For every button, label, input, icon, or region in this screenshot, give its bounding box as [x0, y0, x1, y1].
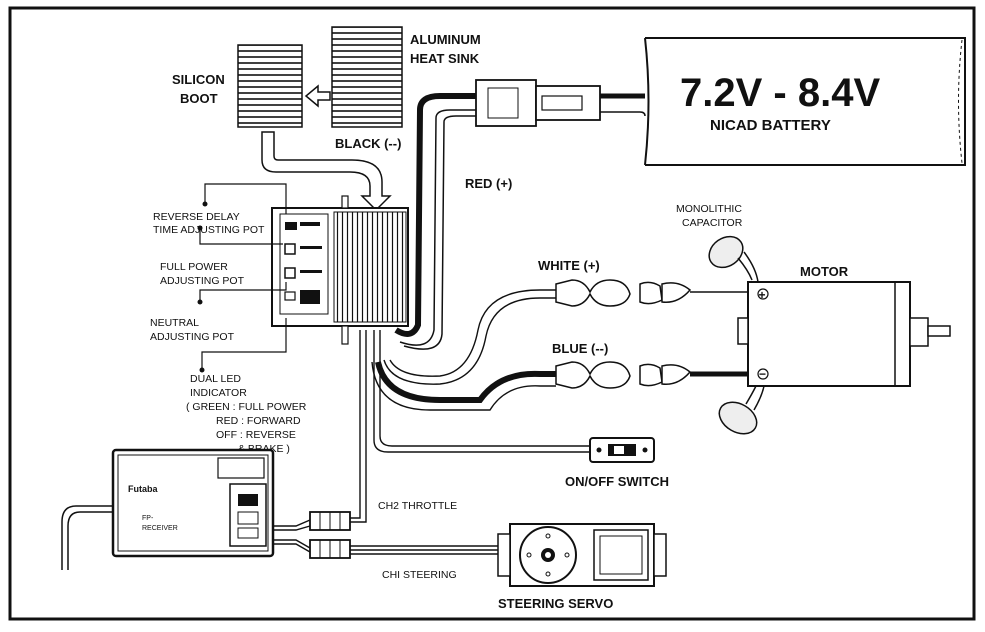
speed-controller [271, 195, 409, 345]
led-label-4: RED : FORWARD [216, 415, 301, 427]
black-label: BLACK (--) [335, 136, 401, 151]
full-power-label-1: FULL POWER [160, 261, 228, 273]
blue-connector [555, 361, 748, 389]
capacitor-label: CAPACITOR [682, 217, 743, 229]
servo-label: STEERING SERVO [498, 596, 613, 611]
battery-voltage: 7.2V - 8.4V [680, 71, 880, 115]
ch1-label: CHI STEERING [382, 569, 457, 581]
motor-label: MOTOR [800, 264, 849, 279]
on-off-switch [589, 437, 655, 463]
nicad-battery: 7.2V - 8.4V NICAD BATTERY [644, 37, 966, 166]
receiver-brand: Futaba [128, 484, 158, 494]
ch2-throttle-plug [309, 511, 351, 531]
neutral-label-1: NEUTRAL [150, 317, 199, 329]
battery-connector [475, 79, 601, 127]
receiver: Futaba FP- RECEIVER [111, 448, 275, 558]
monolithic-label: MONOLITHIC [676, 203, 742, 215]
curved-arrow-icon [261, 131, 392, 212]
battery-type: NICAD BATTERY [710, 117, 831, 134]
silicon-boot [237, 44, 303, 128]
led-label-5: OFF : REVERSE [216, 429, 296, 441]
heat-sink-label: HEAT SINK [410, 51, 480, 66]
steering-servo [497, 523, 667, 587]
aluminum-label: ALUMINUM [410, 32, 481, 47]
aluminum-heat-sink [331, 26, 403, 128]
led-label-1: DUAL LED [190, 373, 241, 385]
diagram-frame [8, 6, 976, 621]
blue-label: BLUE (--) [552, 341, 608, 356]
boot-label: BOOT [180, 91, 218, 106]
full-power-label-2: ADJUSTING POT [160, 275, 245, 287]
motor-plus: + [759, 288, 766, 302]
led-label-2: INDICATOR [190, 387, 247, 399]
receiver-text: RECEIVER [142, 525, 178, 532]
ch1-steering-plug [309, 539, 351, 559]
neutral-label-2: ADJUSTING POT [150, 331, 235, 343]
white-connector [555, 279, 748, 307]
receiver-model: FP- [142, 515, 154, 522]
switch-label: ON/OFF SWITCH [565, 474, 669, 489]
motor-minus: − [759, 367, 766, 381]
monolithic-capacitor-top [708, 235, 759, 283]
ch2-label: CH2 THROTTLE [378, 500, 457, 512]
led-label-3: ( GREEN : FULL POWER [186, 401, 307, 413]
left-arrow-icon [304, 84, 331, 108]
monolithic-capacitor-bottom [718, 385, 765, 435]
reverse-delay-label-1: REVERSE DELAY [153, 211, 240, 223]
reverse-delay-label-2: TIME ADJUSTING POT [153, 224, 265, 236]
motor: + − [737, 281, 951, 387]
silicon-label: SILICON [172, 72, 225, 87]
white-label: WHITE (+) [538, 258, 600, 273]
red-label: RED (+) [465, 176, 512, 191]
